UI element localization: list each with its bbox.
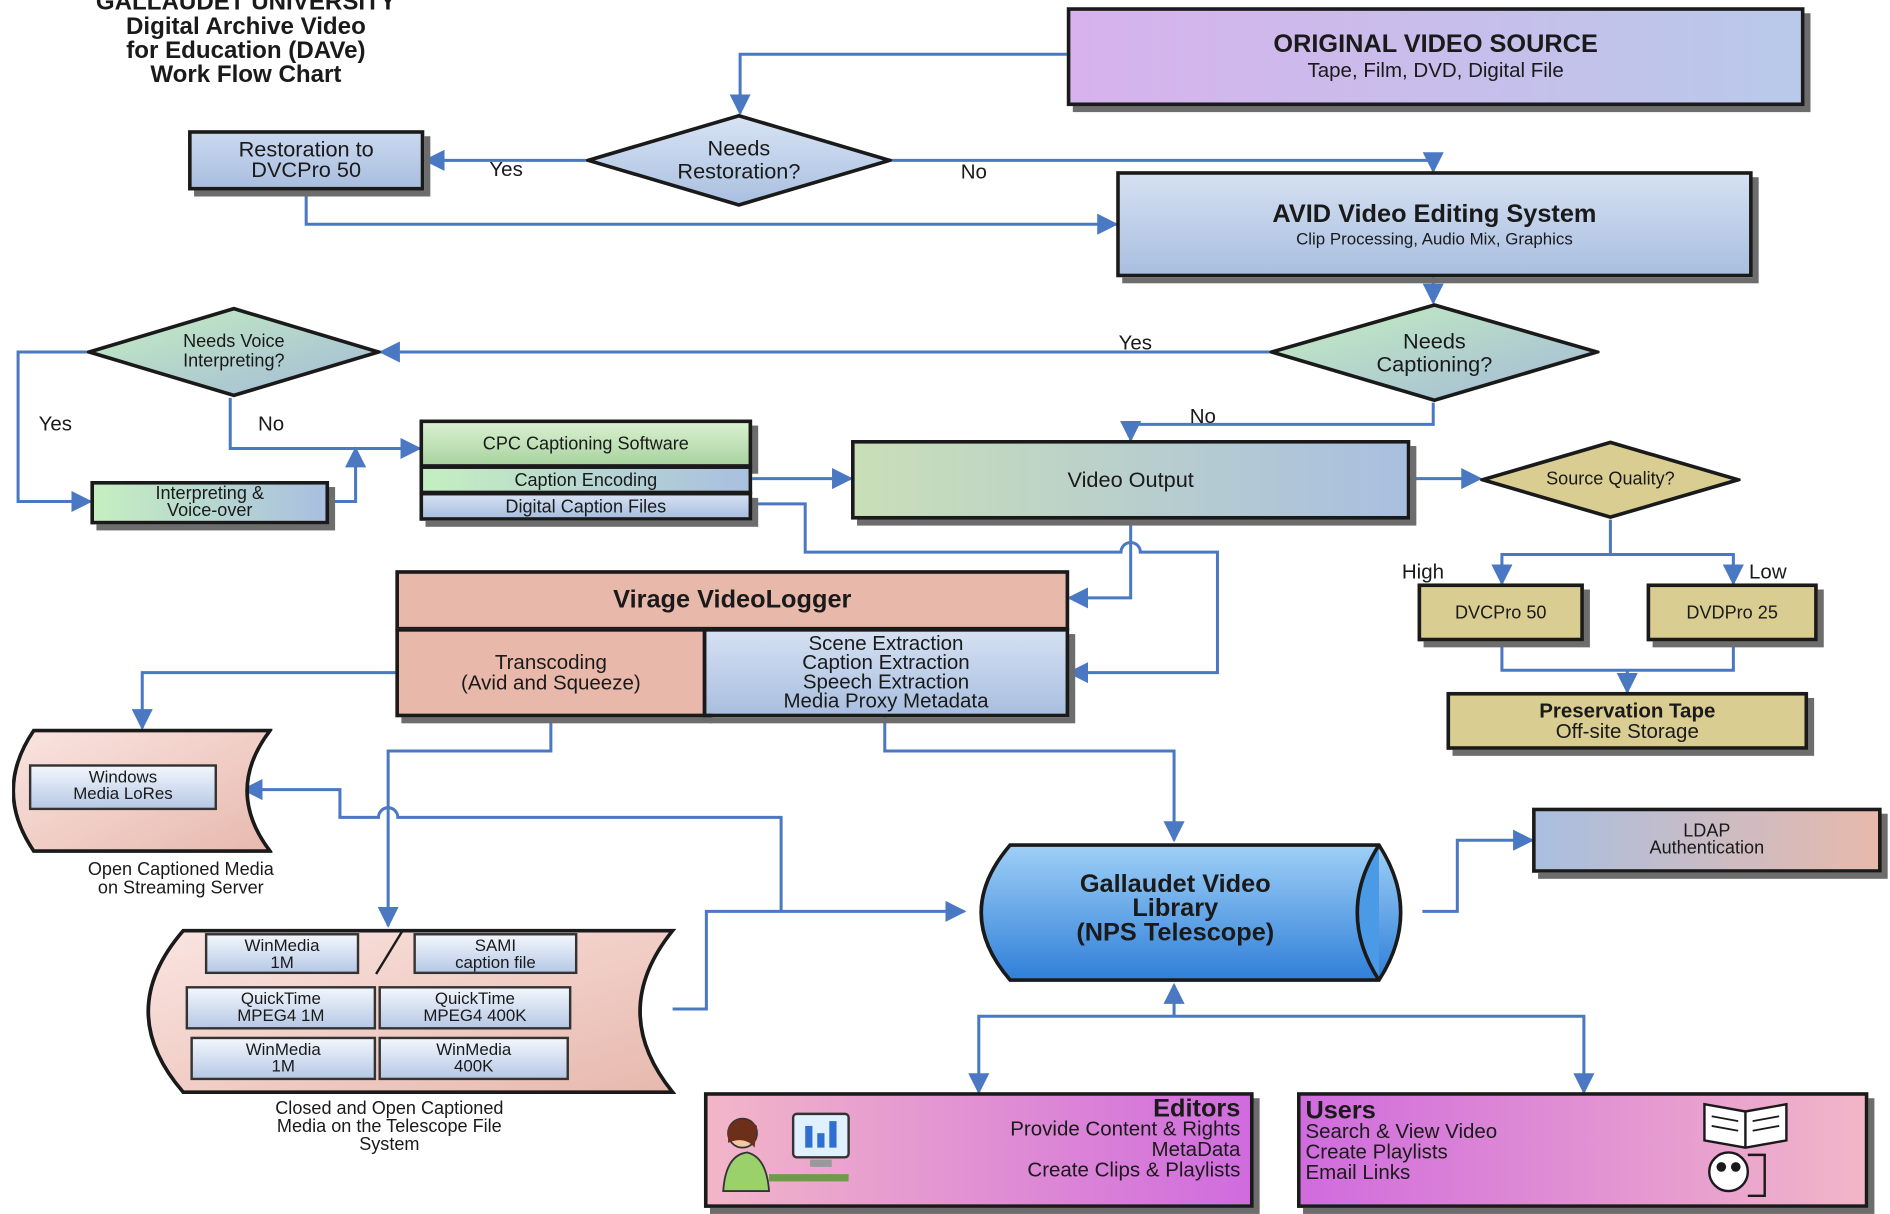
no-label: No [960, 160, 987, 184]
winmedia-400k-doc: WinMedia 400K [378, 1036, 569, 1081]
chart-title: GALLAUDET UNIVERSITY Digital Archive Vid… [95, 0, 396, 89]
no-label: No [1189, 405, 1216, 428]
winmedia-1m-doc: WinMedia 1M [204, 933, 360, 975]
video-output-box: Video Output [851, 440, 1411, 520]
yes-label: Yes [489, 157, 523, 181]
quicktime-mpeg4-400k-doc: QuickTime MPEG4 400K [378, 986, 572, 1030]
yes-label: Yes [38, 412, 73, 436]
user-reading-icon [1703, 1102, 1788, 1198]
video-library-label: Gallaudet Video Library (NPS Telescope) [1076, 870, 1275, 947]
diamond-shape [1269, 303, 1600, 403]
quicktime-mpeg4-1m-doc: QuickTime MPEG4 1M [185, 986, 377, 1030]
restoration-box: Restoration to DVCPro 50 [188, 130, 425, 191]
diamond-shape [585, 113, 892, 207]
diamond-shape [86, 306, 381, 398]
diamond-shape [1480, 440, 1741, 520]
caption-encoding-box: Caption Encoding [419, 465, 753, 495]
dvdpro25-box: DVDPro 25 [1646, 583, 1818, 642]
avid-editing-box: AVID Video Editing System Clip Processin… [1116, 171, 1753, 278]
no-label: No [257, 412, 285, 436]
telescope-caption: Closed and Open Captioned Media on the T… [275, 1098, 504, 1155]
winmedia-1m-doc: WinMedia 1M [190, 1036, 377, 1081]
virage-extraction-box: Scene Extraction Caption Extraction Spee… [702, 628, 1070, 718]
needs-captioning-decision: Needs Captioning? [1269, 303, 1600, 403]
ldap-authentication-box: LDAP Authentication [1532, 807, 1882, 873]
source-quality-decision: Source Quality? [1480, 440, 1741, 520]
high-label: High [1401, 560, 1445, 584]
interpreting-box: Interpreting & Voice-over [90, 480, 330, 525]
preservation-tape-box: Preservation Tape Off-site Storage [1446, 691, 1809, 750]
editor-person-icon [722, 1112, 850, 1192]
virage-transcoding-box: Transcoding (Avid and Squeeze) [395, 628, 707, 718]
original-video-source-box: ORIGINAL VIDEO SOURCE Tape, Film, DVD, D… [1066, 7, 1805, 107]
needs-voice-interpreting-decision: Needs Voice Interpreting? [86, 306, 381, 398]
digital-caption-files-box: Digital Caption Files [419, 491, 753, 521]
sami-caption-doc: SAMI caption file [413, 933, 578, 975]
yes-label: Yes [1118, 331, 1153, 355]
streaming-caption: Open Captioned Media on Streaming Server [87, 859, 274, 899]
needs-restoration-decision: Needs Restoration? [585, 113, 892, 207]
virage-videologger-box: Virage VideoLogger [395, 570, 1070, 631]
cpc-captioning-software-box: CPC Captioning Software [419, 419, 753, 468]
video-library-cylinder [979, 843, 1403, 982]
low-label: Low [1749, 560, 1787, 584]
dvcpro50-box: DVCPro 50 [1417, 583, 1584, 642]
windows-media-lores-doc: Windows Media LoRes [28, 764, 217, 811]
